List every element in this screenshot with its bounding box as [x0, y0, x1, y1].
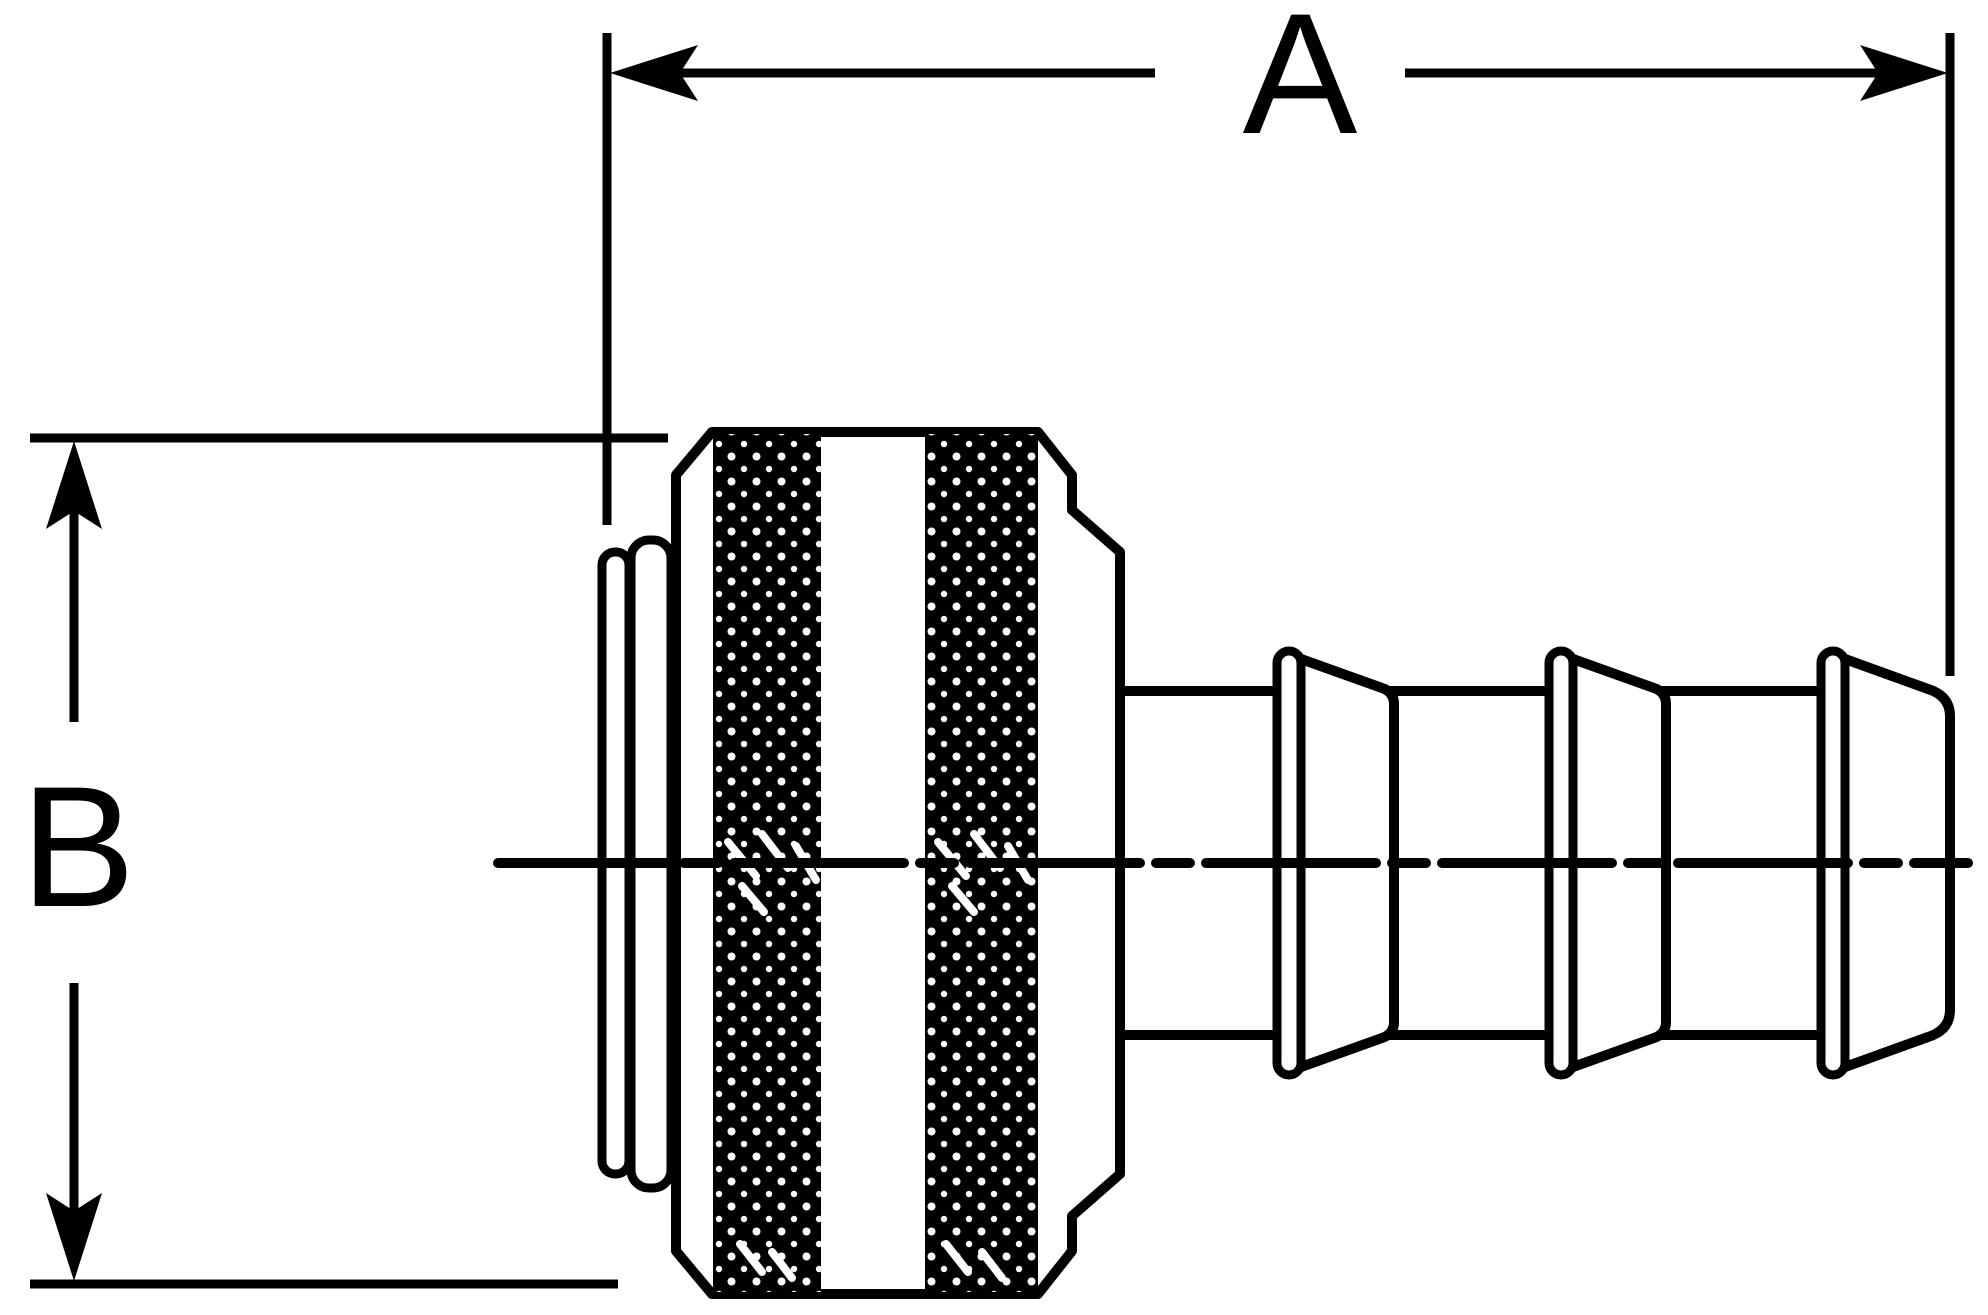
dimension-a-label: A: [1243, 0, 1358, 170]
arrow-down-icon: [46, 1193, 102, 1281]
shank: [1120, 686, 1278, 1040]
arrow-left-icon: [610, 45, 698, 101]
dimension-a: [602, 33, 1955, 676]
dimension-b-label: B: [21, 751, 136, 943]
dimension-b: [30, 433, 668, 1289]
arrow-up-icon: [46, 441, 102, 529]
arrow-right-icon: [1860, 45, 1948, 101]
